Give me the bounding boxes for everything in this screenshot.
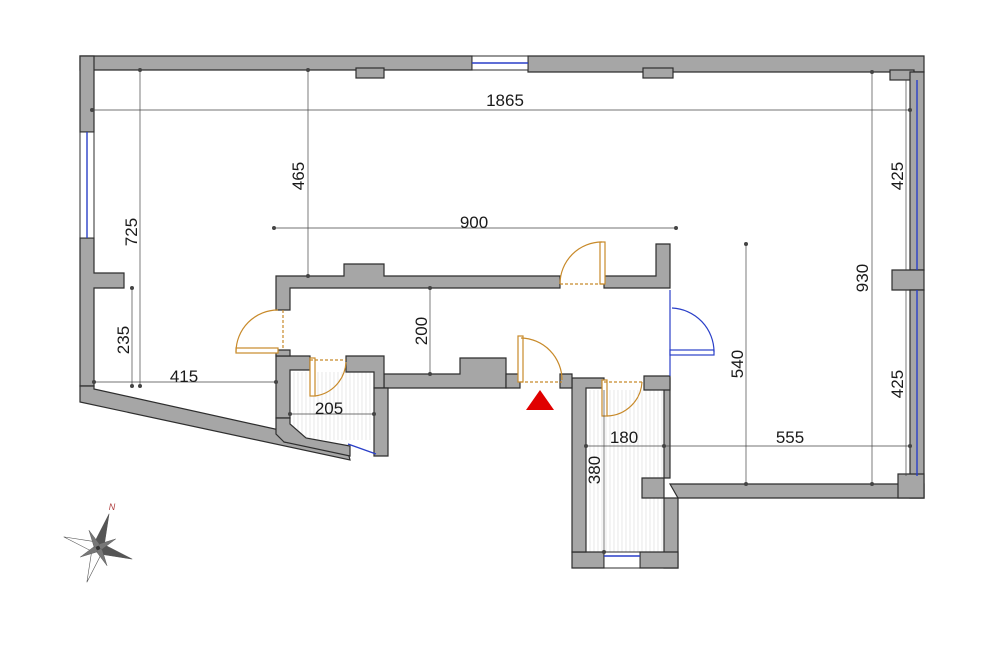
dim-right-inner-height: 540 [728,350,747,378]
wall-top [79,55,473,71]
dim-corridor-height: 200 [412,317,431,345]
wall-right-pier [891,269,925,291]
wall-small-room-bottom-r [639,551,679,569]
wall-small-room-left [571,377,605,553]
wall-small-room-bottom [571,551,605,569]
wall-bath-right [373,387,389,457]
wall-corridor-top [275,263,561,311]
wall-small-room-right [641,377,679,569]
door-corridor-top [559,241,606,285]
compass-rose: N [63,502,133,583]
wall-small-room-top-right [643,375,671,391]
wall-bottom-right [668,483,925,499]
dim-right-upper-height: 425 [888,162,907,190]
compass-north-label: N [109,502,116,512]
dim-center-width: 900 [460,213,488,232]
wall-left-mid [79,237,125,387]
wall-left-bottom [79,385,351,461]
door-corridor-left [235,309,284,354]
dim-bath-width: 205 [315,399,343,418]
wall-top-right [527,55,925,73]
dim-bottom-right-width: 555 [776,428,804,447]
wall-left-upper [79,55,95,133]
door-corridor-right [669,290,715,376]
wall-corridor-bottom-3 [559,373,573,389]
door-entrance [517,335,563,383]
dim-left-height: 725 [122,218,141,246]
dim-small-room-height: 380 [585,456,604,484]
dimension-labels: 1865 725 465 900 200 235 415 205 930 425… [114,91,907,484]
walls [79,55,925,569]
wall-corridor-top-r [603,243,671,289]
doors [235,241,715,417]
dim-upper-left-height: 465 [289,162,308,190]
entrance-marker [526,390,554,410]
door-small-room [601,379,644,417]
dim-left-lower-height: 235 [114,326,133,354]
wall-corridor-bottom [383,357,507,389]
door-bathroom [309,357,347,397]
dim-right-total-height: 930 [853,264,872,292]
wall-bath-top-2 [345,355,385,389]
dim-right-lower-height: 425 [888,370,907,398]
dim-left-lower-width: 415 [170,367,198,386]
wall-corridor-bottom-2 [505,373,521,389]
dim-overall-width: 1865 [486,91,524,110]
window-bath [347,443,377,455]
wall-corridor-left-lower [275,349,291,357]
dimension-lines [90,68,912,554]
dim-small-room-width: 180 [610,428,638,447]
window-bottom [603,551,641,569]
wall-bath-slant [275,417,351,457]
windows [79,55,918,569]
wall-bath-top [275,355,311,419]
pilaster [355,67,385,79]
pilaster [642,67,674,79]
wall-right-small-pier [897,473,925,499]
